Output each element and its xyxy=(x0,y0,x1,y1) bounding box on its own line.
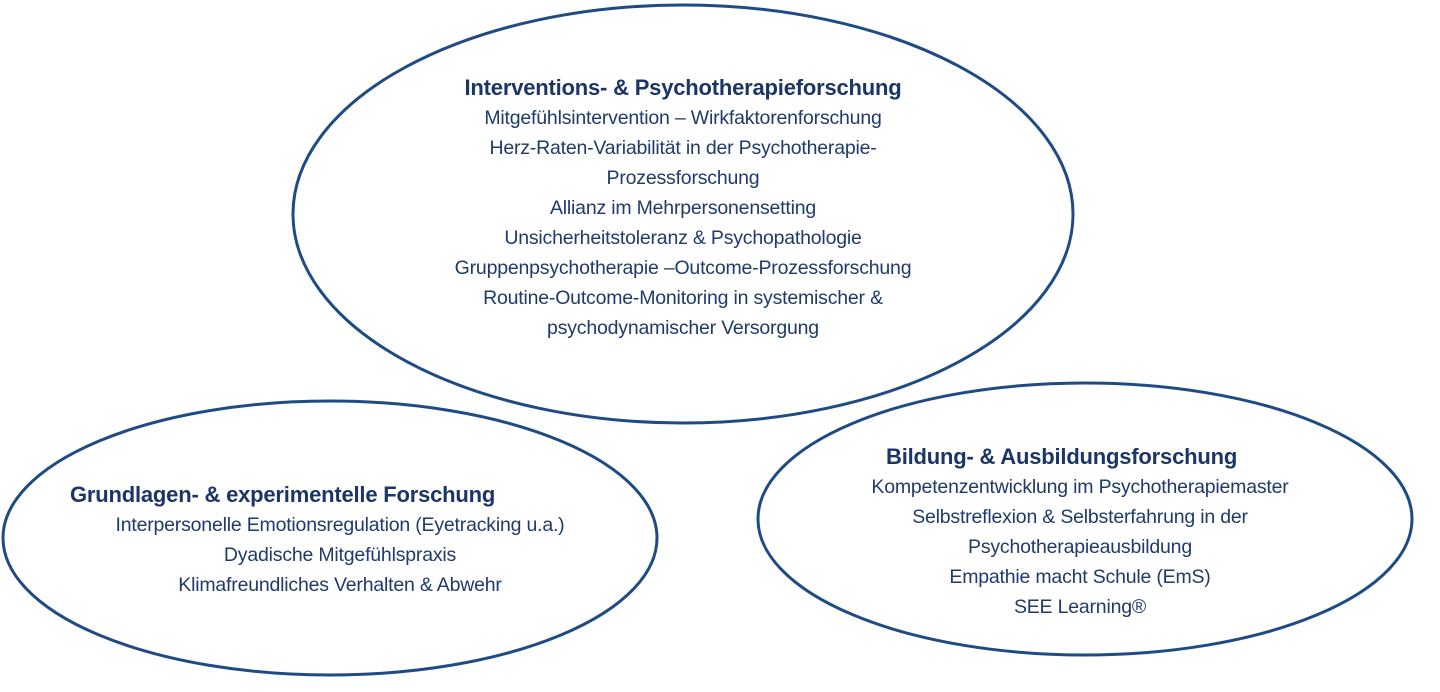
cluster-bildung: Bildung- & Ausbildungsforschung Kompeten… xyxy=(795,442,1365,622)
cluster-title-interventions: Interventions- & Psychotherapieforschung xyxy=(464,75,902,100)
cluster-item: Selbstreflexion & Selbsterfahrung in der xyxy=(912,506,1248,528)
cluster-title-bildung: Bildung- & Ausbildungsforschung xyxy=(886,444,1238,469)
cluster-items-grundlagen: Interpersonelle Emotionsregulation (Eyet… xyxy=(40,510,640,600)
cluster-title-grundlagen: Grundlagen- & experimentelle Forschung xyxy=(70,482,496,507)
cluster-item: SEE Learning® xyxy=(1013,596,1147,618)
cluster-item: Empathie macht Schule (EmS) xyxy=(949,566,1211,588)
cluster-item: Interpersonelle Emotionsregulation (Eyet… xyxy=(115,514,565,536)
ellipse-grundlagen xyxy=(1,399,659,677)
cluster-item: Routine-Outcome-Monitoring in systemisch… xyxy=(483,287,883,309)
cluster-grundlagen: Grundlagen- & experimentelle Forschung I… xyxy=(40,480,640,600)
ellipse-interventions xyxy=(291,3,1075,425)
ellipse-bildung xyxy=(756,381,1414,657)
cluster-items-bildung: Kompetenzentwicklung im Psychotherapiema… xyxy=(795,472,1365,622)
cluster-items-interventions: Mitgefühlsintervention – Wirkfaktorenfor… xyxy=(383,103,983,343)
cluster-item: Mitgefühlsintervention – Wirkfaktorenfor… xyxy=(484,107,882,129)
cluster-item: Klimafreundliches Verhalten & Abwehr xyxy=(178,574,502,596)
cluster-item: psychodynamischer Versorgung xyxy=(547,317,819,339)
cluster-interventions: Interventions- & Psychotherapieforschung… xyxy=(383,73,983,343)
cluster-item: Psychotherapieausbildung xyxy=(968,536,1192,558)
cluster-item: Prozessforschung xyxy=(606,167,760,189)
cluster-item: Dyadische Mitgefühlspraxis xyxy=(223,544,457,566)
cluster-item: Herz-Raten-Variabilität in der Psychothe… xyxy=(489,137,877,159)
cluster-item: Gruppenpsychotherapie –Outcome-Prozessfo… xyxy=(454,257,912,279)
cluster-item: Allianz im Mehrpersonensetting xyxy=(549,197,817,219)
cluster-item: Unsicherheitstoleranz & Psychopathologie xyxy=(504,227,862,249)
cluster-item: Kompetenzentwicklung im Psychotherapiema… xyxy=(871,476,1289,498)
